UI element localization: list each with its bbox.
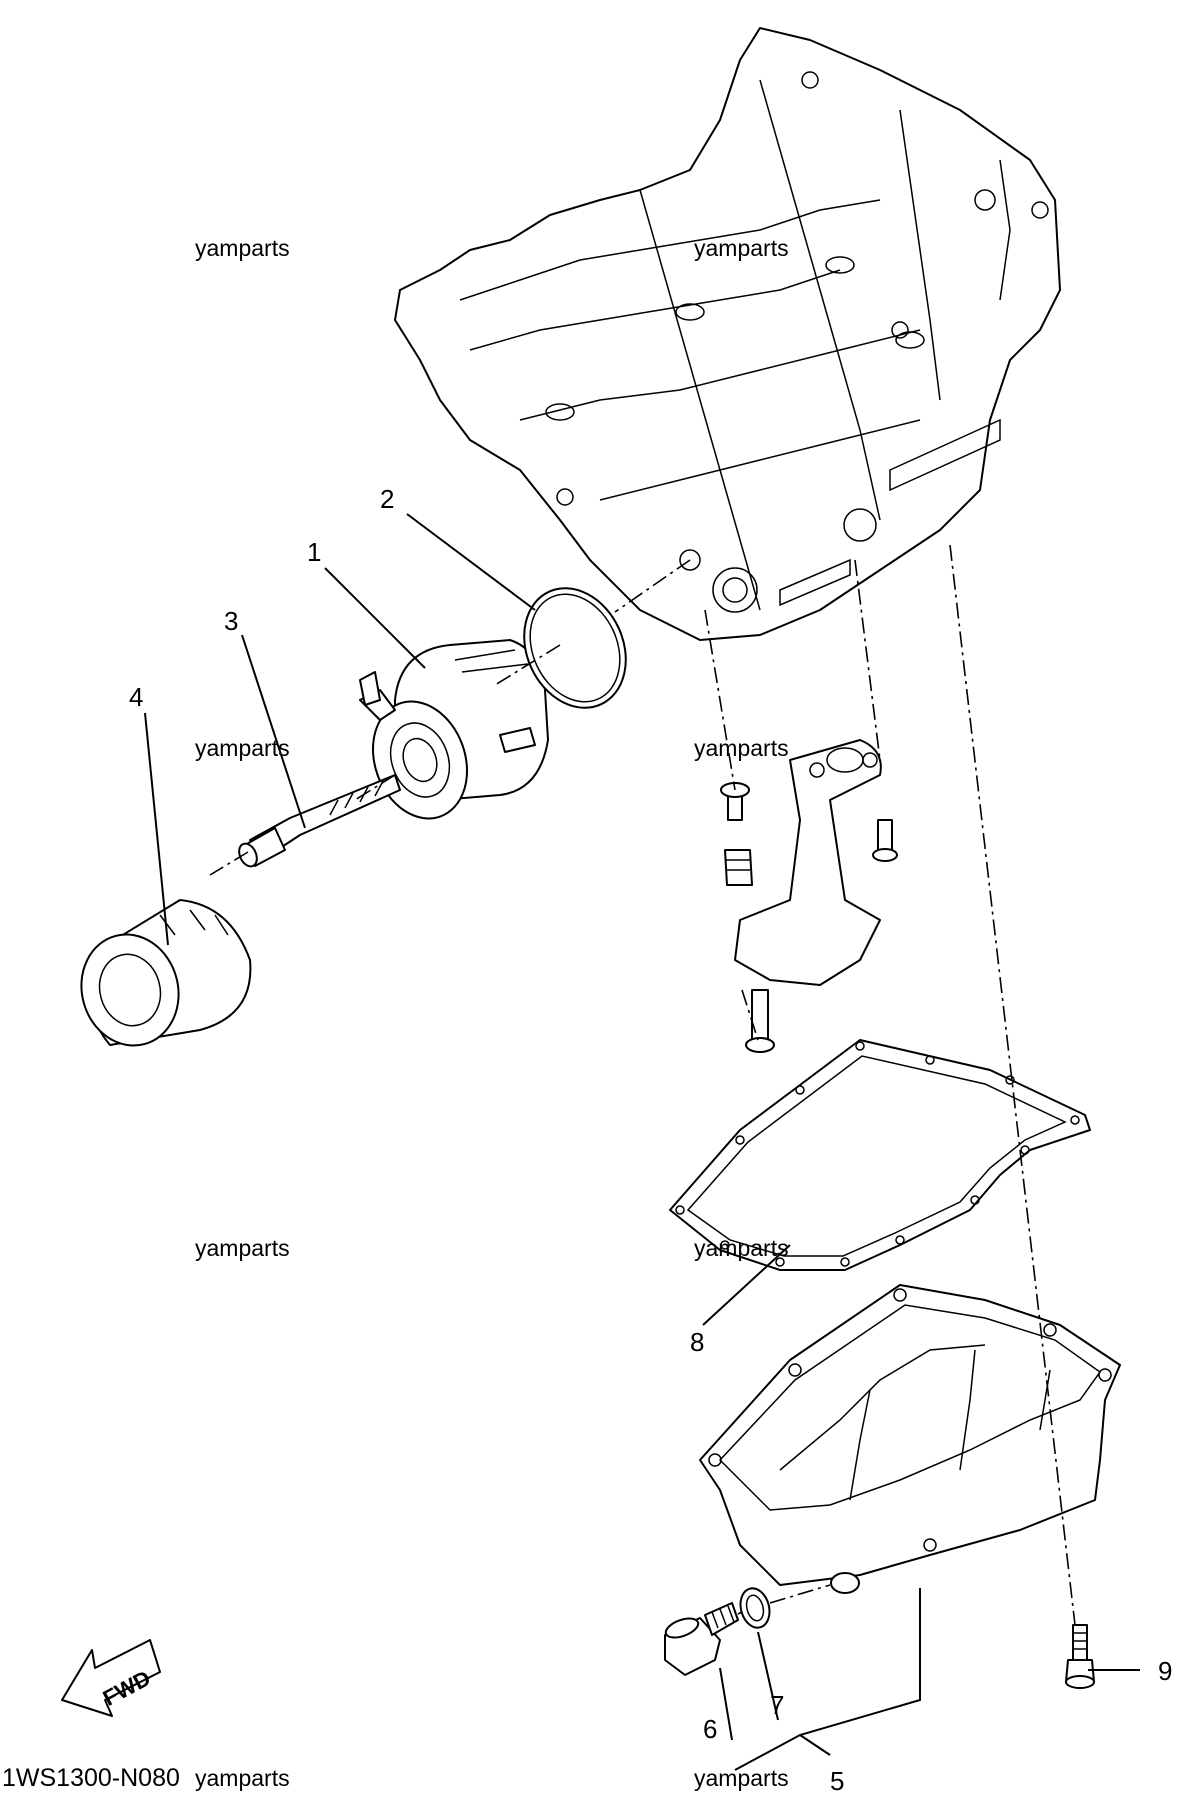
callout-labels: 1 2 3 4 5 6 7 8 9: [129, 484, 1172, 1796]
callout-8: 8: [690, 1327, 704, 1357]
callout-6: 6: [703, 1714, 717, 1744]
watermark: yamparts: [694, 735, 789, 761]
o-ring: [523, 587, 627, 709]
oil-filter: [80, 899, 252, 1047]
watermark: yamparts: [694, 235, 789, 261]
watermark: yamparts: [694, 1235, 789, 1261]
diagram-code: 1WS1300-N080: [2, 1764, 180, 1792]
watermark: yamparts: [195, 235, 290, 261]
crankcase: [394, 27, 1061, 641]
callout-1: 1: [307, 537, 321, 567]
callout-2: 2: [380, 484, 394, 514]
pan-bolt: [1065, 1624, 1095, 1689]
drain-gasket: [739, 1587, 771, 1629]
callout-5: 5: [830, 1766, 844, 1796]
watermark: yamparts: [694, 1765, 789, 1791]
watermark: yamparts: [195, 1235, 290, 1261]
callout-4: 4: [129, 682, 143, 712]
callout-7: 7: [770, 1690, 784, 1720]
oil-strainer: [720, 739, 898, 1053]
drain-bolt: [664, 1602, 739, 1676]
assembly-lines: [209, 544, 1076, 1626]
leader-lines: [144, 513, 1140, 1771]
oil-cooler: [359, 639, 549, 820]
callout-3: 3: [224, 606, 238, 636]
callout-9: 9: [1158, 1656, 1172, 1686]
watermark: yamparts: [195, 735, 290, 761]
fwd-arrow: FWD: [61, 1639, 161, 1717]
watermark: yamparts: [195, 1765, 290, 1791]
watermarks: yamparts yamparts yamparts yamparts yamp…: [195, 235, 789, 1791]
oil-pan-gasket: [669, 1039, 1091, 1271]
oil-pan: [699, 1284, 1121, 1594]
union-bolt: [238, 774, 401, 868]
